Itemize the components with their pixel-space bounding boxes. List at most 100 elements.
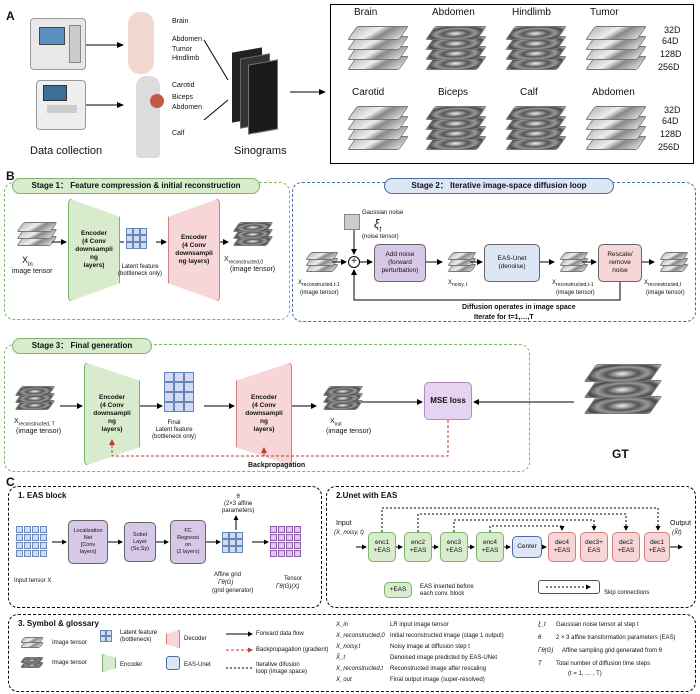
- tissue-label: Tumor: [590, 7, 619, 18]
- dim-label: 128D: [660, 49, 682, 59]
- mouse-part-label: Tumor: [172, 46, 192, 53]
- unet-input-label: Input: [336, 520, 352, 527]
- tissue-label: Abdomen: [432, 7, 475, 18]
- stage1-encoder: Encoder (4 Conv downsampli ng layers): [68, 198, 120, 302]
- sample-images-panel: [330, 4, 694, 164]
- backprop-label: Backpropagation: [248, 462, 306, 469]
- stage3-title: Stage 3： Final generation: [12, 338, 152, 354]
- symbol-desc: Affine sampling grid generated from θ: [562, 648, 662, 654]
- xr0-desc: (image tensor): [230, 266, 276, 273]
- xrt1-label: Xreconstructed,t-1: [298, 280, 340, 289]
- legend-encoder: Encoder: [120, 662, 143, 668]
- sinograms-label: Sinograms: [234, 145, 287, 157]
- eas-block-title: 1. EAS block: [18, 491, 67, 500]
- xrT-desc: (image tensor): [16, 428, 62, 435]
- symbol-desc: Reconstructed image after rescaling: [390, 666, 487, 672]
- tissue-label: Calf: [520, 87, 538, 98]
- legend-easunet-icon: [166, 656, 180, 670]
- localization-net-block: Localization Net [Conv layers]: [68, 520, 108, 564]
- theta-label: θ (2×3 affine parameters): [222, 494, 255, 514]
- tissue-label: Carotid: [352, 87, 385, 98]
- stage2-title: Stage 2： Iterative image-space diffusion…: [384, 178, 614, 194]
- symbol: X_noisy,t: [336, 644, 361, 650]
- rescale-block: Rescale/ remove noise: [598, 244, 642, 282]
- mouse-part-label: Hindlimb: [172, 55, 200, 62]
- symbol: Γθ(G): [538, 648, 554, 654]
- affine-grid-label: Affine grid: [214, 572, 241, 578]
- human-part-label: Carotid: [172, 82, 195, 89]
- dim-label: 64D: [662, 36, 679, 46]
- grid-generator-label: (grid generator): [212, 588, 254, 594]
- mouse-icon: [128, 12, 154, 74]
- stage1-decoder: Encoder (4 Conv downsampli ng layers): [168, 198, 220, 302]
- symbol: X̂_t: [336, 655, 346, 661]
- final-latent-cube: [164, 372, 204, 412]
- data-collection-label: Data collection: [30, 145, 103, 157]
- human-part-label: Calf: [172, 130, 185, 137]
- symbol-desc: (t = 1, … , T): [568, 671, 602, 677]
- gt-label: GT: [612, 447, 629, 461]
- legend-image-tensor: Image tensor: [52, 640, 88, 646]
- sobel-layer-block: Sobel Layer (Sx,Sy): [124, 522, 156, 562]
- xi-label: ξt: [374, 217, 382, 234]
- xnoisy-label: Xnoisy, t: [448, 280, 468, 289]
- glossary-box: [8, 614, 696, 692]
- symbol: X_out: [336, 677, 352, 683]
- tensor-symbol: Γθ(G)(X): [276, 584, 300, 590]
- symbol: ξ_t: [538, 622, 546, 628]
- dec2-block: dec2 +EAS: [612, 532, 640, 562]
- xout-desc: (image tensor): [326, 428, 372, 435]
- symbol-desc: Final output image (super-resolved): [390, 677, 485, 683]
- legend-easunet: EAS-Unet: [184, 662, 211, 668]
- dim-label: 32D: [664, 25, 681, 35]
- ultrasound-device-icon: [36, 80, 86, 130]
- section-b-letter: B: [6, 169, 15, 183]
- tissue-label: Biceps: [438, 87, 469, 98]
- legend-iter: Iterative difusion loop (image space): [256, 662, 308, 675]
- loop-label-1: Diffusion operates in image space: [462, 304, 576, 311]
- legend-decoder: Decoder: [184, 636, 207, 642]
- skip-legend-box: [538, 580, 600, 594]
- xout-label: Xout: [330, 418, 342, 428]
- legend-latent-icon: [100, 630, 116, 646]
- add-noise-block: Add noise (forward perturbation): [374, 244, 426, 282]
- unet-title: 2.Unet with EAS: [336, 491, 398, 500]
- dim-label: 32D: [664, 105, 681, 115]
- affine-grid-cube: [222, 532, 252, 562]
- symbol: X_reconstructed,0: [336, 633, 385, 639]
- legend-backprop: Backpropagation (gradient): [256, 647, 329, 653]
- fc-regression-block: FC Regressi on (2 layers): [170, 520, 206, 564]
- unet-output-sub: (X̂t): [672, 530, 682, 536]
- tissue-label: Abdomen: [592, 87, 635, 98]
- unet-output-label: Output: [670, 520, 692, 527]
- xin-desc: image tensor: [12, 268, 53, 275]
- dec3-block: dec3+ EAS: [580, 532, 608, 562]
- glossary-title: 3. Symbol & glossary: [18, 619, 99, 628]
- human-part-label: Abdomen: [172, 104, 202, 111]
- stage3-encoder: Encoder (4 Conv downsampli ng layers): [84, 362, 140, 466]
- section-c-letter: C: [6, 475, 15, 489]
- dim-label: 256D: [658, 142, 680, 152]
- scanner-device-icon: [30, 18, 86, 70]
- final-latent-label: Final Latent feature (bottleneck only): [152, 420, 197, 440]
- eas-legend-block: +EAS: [384, 582, 412, 598]
- dim-label: 128D: [660, 129, 682, 139]
- mse-loss-block: MSE loss: [424, 382, 472, 420]
- symbol: T: [538, 661, 542, 667]
- symbol: X_in: [336, 622, 349, 628]
- mouse-part-label: Brain: [172, 18, 189, 25]
- input-tensor-cube: [16, 526, 56, 566]
- stage1-title: Stage 1： Feature compression & initial r…: [12, 178, 260, 194]
- flow-arrows-c2: [356, 507, 683, 590]
- xrT-label: Xreconstructed, T: [14, 418, 55, 428]
- legend-latent: Latent feature (bottleneck): [120, 630, 158, 643]
- tissue-label: Hindlimb: [512, 7, 551, 18]
- human-body-icon: [136, 76, 160, 158]
- symbol-desc: 2 × 3 affine transformation parameters (…: [556, 635, 676, 641]
- mouse-part-label: Abdomen: [172, 36, 202, 43]
- xrt1-desc: (image tensor): [300, 290, 339, 296]
- center-block: Center: [512, 536, 542, 558]
- section-a-letter: A: [6, 9, 15, 23]
- dim-label: 64D: [662, 116, 679, 126]
- enc1-block: enc1 +EAS: [368, 532, 396, 562]
